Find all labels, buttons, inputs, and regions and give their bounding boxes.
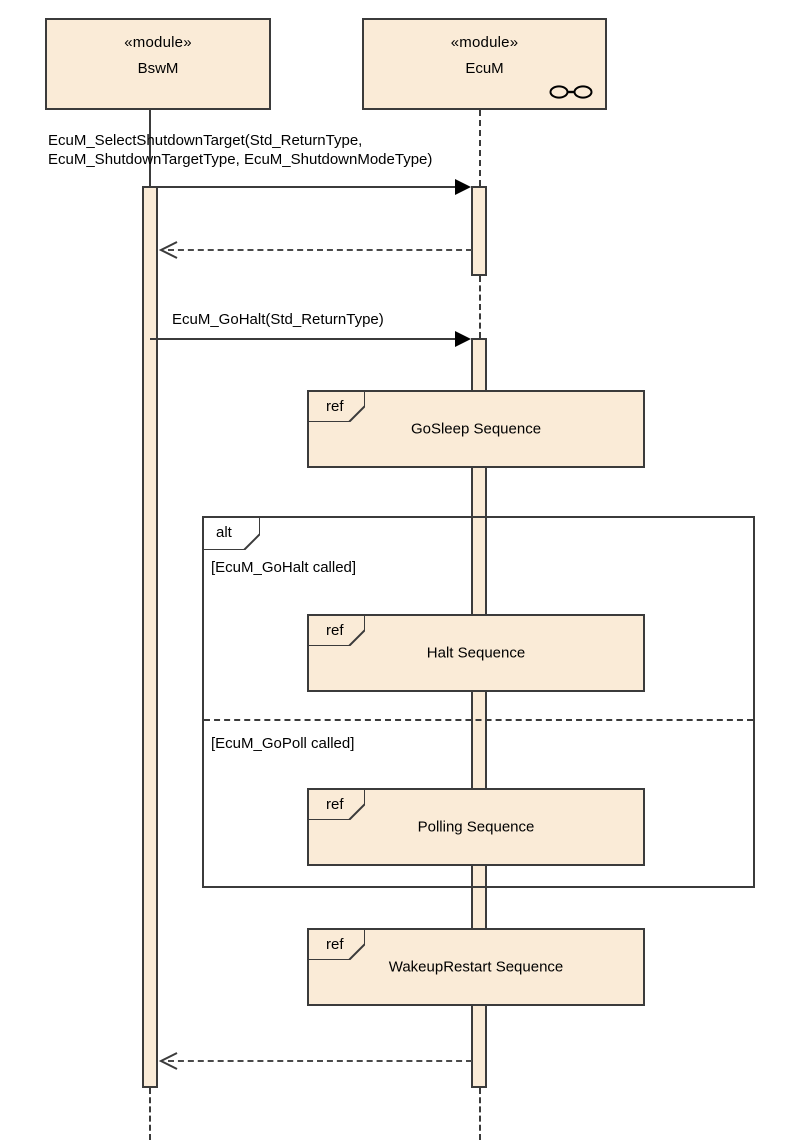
lifeline-stem-ecum-gap — [479, 276, 481, 338]
message-label-gohalt: EcuM_GoHalt(Std_ReturnType) — [172, 311, 384, 328]
message-line-return-select — [168, 249, 472, 251]
ref-tab-label-wakeuprestart: ref — [326, 936, 344, 953]
ref-title-gosleep: GoSleep Sequence — [410, 420, 542, 438]
message-arrowhead-return-select — [158, 241, 178, 259]
activation-bar-ecum-gohalt — [471, 338, 487, 1088]
ref-title-halt: Halt Sequence — [426, 644, 526, 662]
message-arrowhead-select-shutdown-target — [455, 179, 471, 195]
ball-and-socket-icon — [549, 85, 593, 99]
message-arrowhead-gohalt — [455, 331, 471, 347]
ref-tab-label-gosleep: ref — [326, 398, 344, 415]
lifeline-head-ecum[interactable]: «module» EcuM — [362, 18, 607, 110]
lifeline-head-bswm[interactable]: «module» BswM — [45, 18, 271, 110]
activation-bar-bswm — [142, 186, 158, 1088]
lifeline-stereotype-ecum: «module» — [450, 34, 519, 51]
ref-tab-polling — [309, 790, 365, 820]
lifeline-stem-bswm-top — [149, 110, 151, 186]
message-label-select-shutdown-target: EcuM_SelectShutdownTarget(Std_ReturnType… — [48, 132, 433, 168]
ref-fragment-halt[interactable]: ref Halt Sequence — [307, 614, 645, 692]
ref-title-wakeuprestart: WakeupRestart Sequence — [388, 958, 564, 976]
ref-fragment-gosleep[interactable]: ref GoSleep Sequence — [307, 390, 645, 468]
message-line-return-gohalt — [168, 1060, 472, 1062]
message-line-select-shutdown-target — [150, 186, 455, 188]
ref-tab-label-polling: ref — [326, 796, 344, 813]
ref-fragment-wakeuprestart[interactable]: ref WakeupRestart Sequence — [307, 928, 645, 1006]
alt-guard-gopoll: [EcuM_GoPoll called] — [211, 735, 355, 752]
ref-fragment-polling[interactable]: ref Polling Sequence — [307, 788, 645, 866]
ref-tab-gosleep — [309, 392, 365, 422]
lifeline-stem-ecum-top — [479, 110, 481, 186]
lifeline-stem-ecum-tail — [479, 1088, 481, 1140]
lifeline-name-bswm: BswM — [137, 60, 179, 77]
alt-operand-divider — [204, 719, 753, 721]
alt-fragment[interactable]: alt — [202, 516, 755, 888]
ref-tab-label-halt: ref — [326, 622, 344, 639]
message-line-gohalt — [150, 338, 455, 340]
activation-bar-ecum-select — [471, 186, 487, 276]
ref-title-polling: Polling Sequence — [417, 818, 535, 836]
lifeline-stem-bswm-tail — [149, 1088, 151, 1140]
lifeline-stereotype-bswm: «module» — [124, 34, 192, 51]
alt-tab — [204, 518, 260, 550]
alt-tab-label: alt — [216, 524, 232, 541]
message-arrowhead-return-gohalt — [158, 1052, 178, 1070]
lifeline-name-ecum: EcuM — [465, 60, 504, 77]
alt-guard-gohalt: [EcuM_GoHalt called] — [211, 559, 357, 576]
ref-tab-halt — [309, 616, 365, 646]
ref-tab-wakeuprestart — [309, 930, 365, 960]
